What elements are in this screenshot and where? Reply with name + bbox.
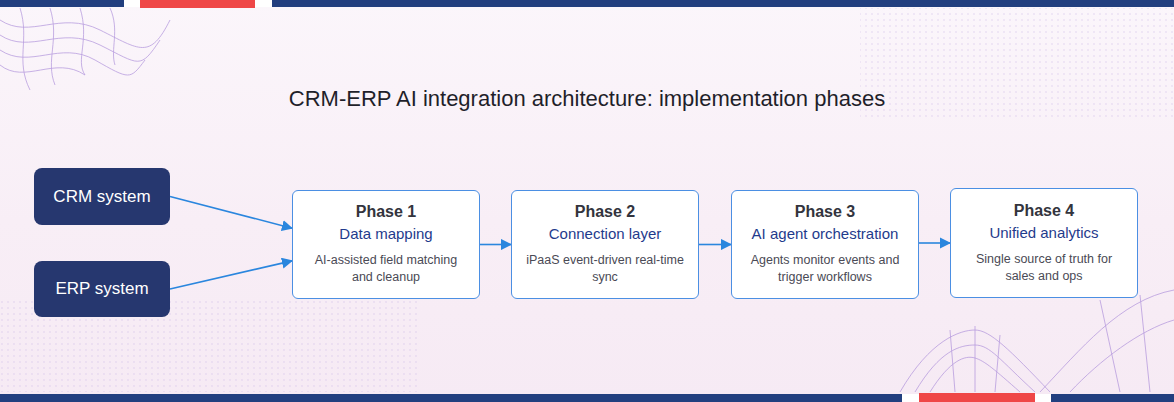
flow-arrow <box>170 261 292 289</box>
phase-box: Phase 4 Unified analyticsSingle source of… <box>950 188 1138 298</box>
phase-box: Phase 2 Connection layer iPaaS event-drive… <box>511 190 699 299</box>
dot-texture <box>860 8 1174 118</box>
top-bar <box>0 0 1174 7</box>
flow-arrow <box>170 197 292 229</box>
phase-box: Phase 1 Data mappingAI-assisted field mat… <box>292 190 480 299</box>
system-name: CRM system <box>53 187 150 207</box>
phase-name: Connection layer <box>549 225 662 242</box>
flow-arrow <box>699 244 731 246</box>
phase-number: Phase 1 <box>356 203 416 221</box>
phase-name: Data mapping <box>339 225 432 242</box>
phase-box: Phase 3 AI agent orchestrationAgents moni… <box>731 190 919 299</box>
phase-description: Single source of truth for sales and ops <box>963 251 1125 285</box>
phase-number: Phase 2 <box>575 203 635 221</box>
phase-number: Phase 3 <box>795 203 855 221</box>
bar-accent <box>140 0 255 8</box>
bar-gap <box>902 394 919 402</box>
phase-name: Unified analytics <box>989 224 1098 241</box>
system-box: CRM system <box>34 168 170 225</box>
diagram-title: CRM-ERP AI integration architecture: imp… <box>0 86 1174 112</box>
phase-description: AI-assisted field matching and cleanup <box>305 252 467 286</box>
bar-accent <box>919 393 1035 402</box>
phase-name: AI agent orchestration <box>752 225 899 242</box>
system-box: ERP system <box>34 261 170 317</box>
phase-number: Phase 4 <box>1014 202 1074 220</box>
bar-gap <box>1035 394 1051 402</box>
bar-gap <box>255 0 272 7</box>
phase-description: Agents monitor events and trigger workfl… <box>744 252 906 286</box>
bottom-bar <box>0 394 1174 402</box>
flow-arrow <box>919 242 950 244</box>
flow-arrow <box>480 244 511 246</box>
system-name: ERP system <box>55 279 148 299</box>
bar-gap <box>124 0 140 7</box>
phase-description: iPaaS event-driven real-time sync <box>524 252 686 286</box>
wire-mesh <box>0 8 1174 392</box>
